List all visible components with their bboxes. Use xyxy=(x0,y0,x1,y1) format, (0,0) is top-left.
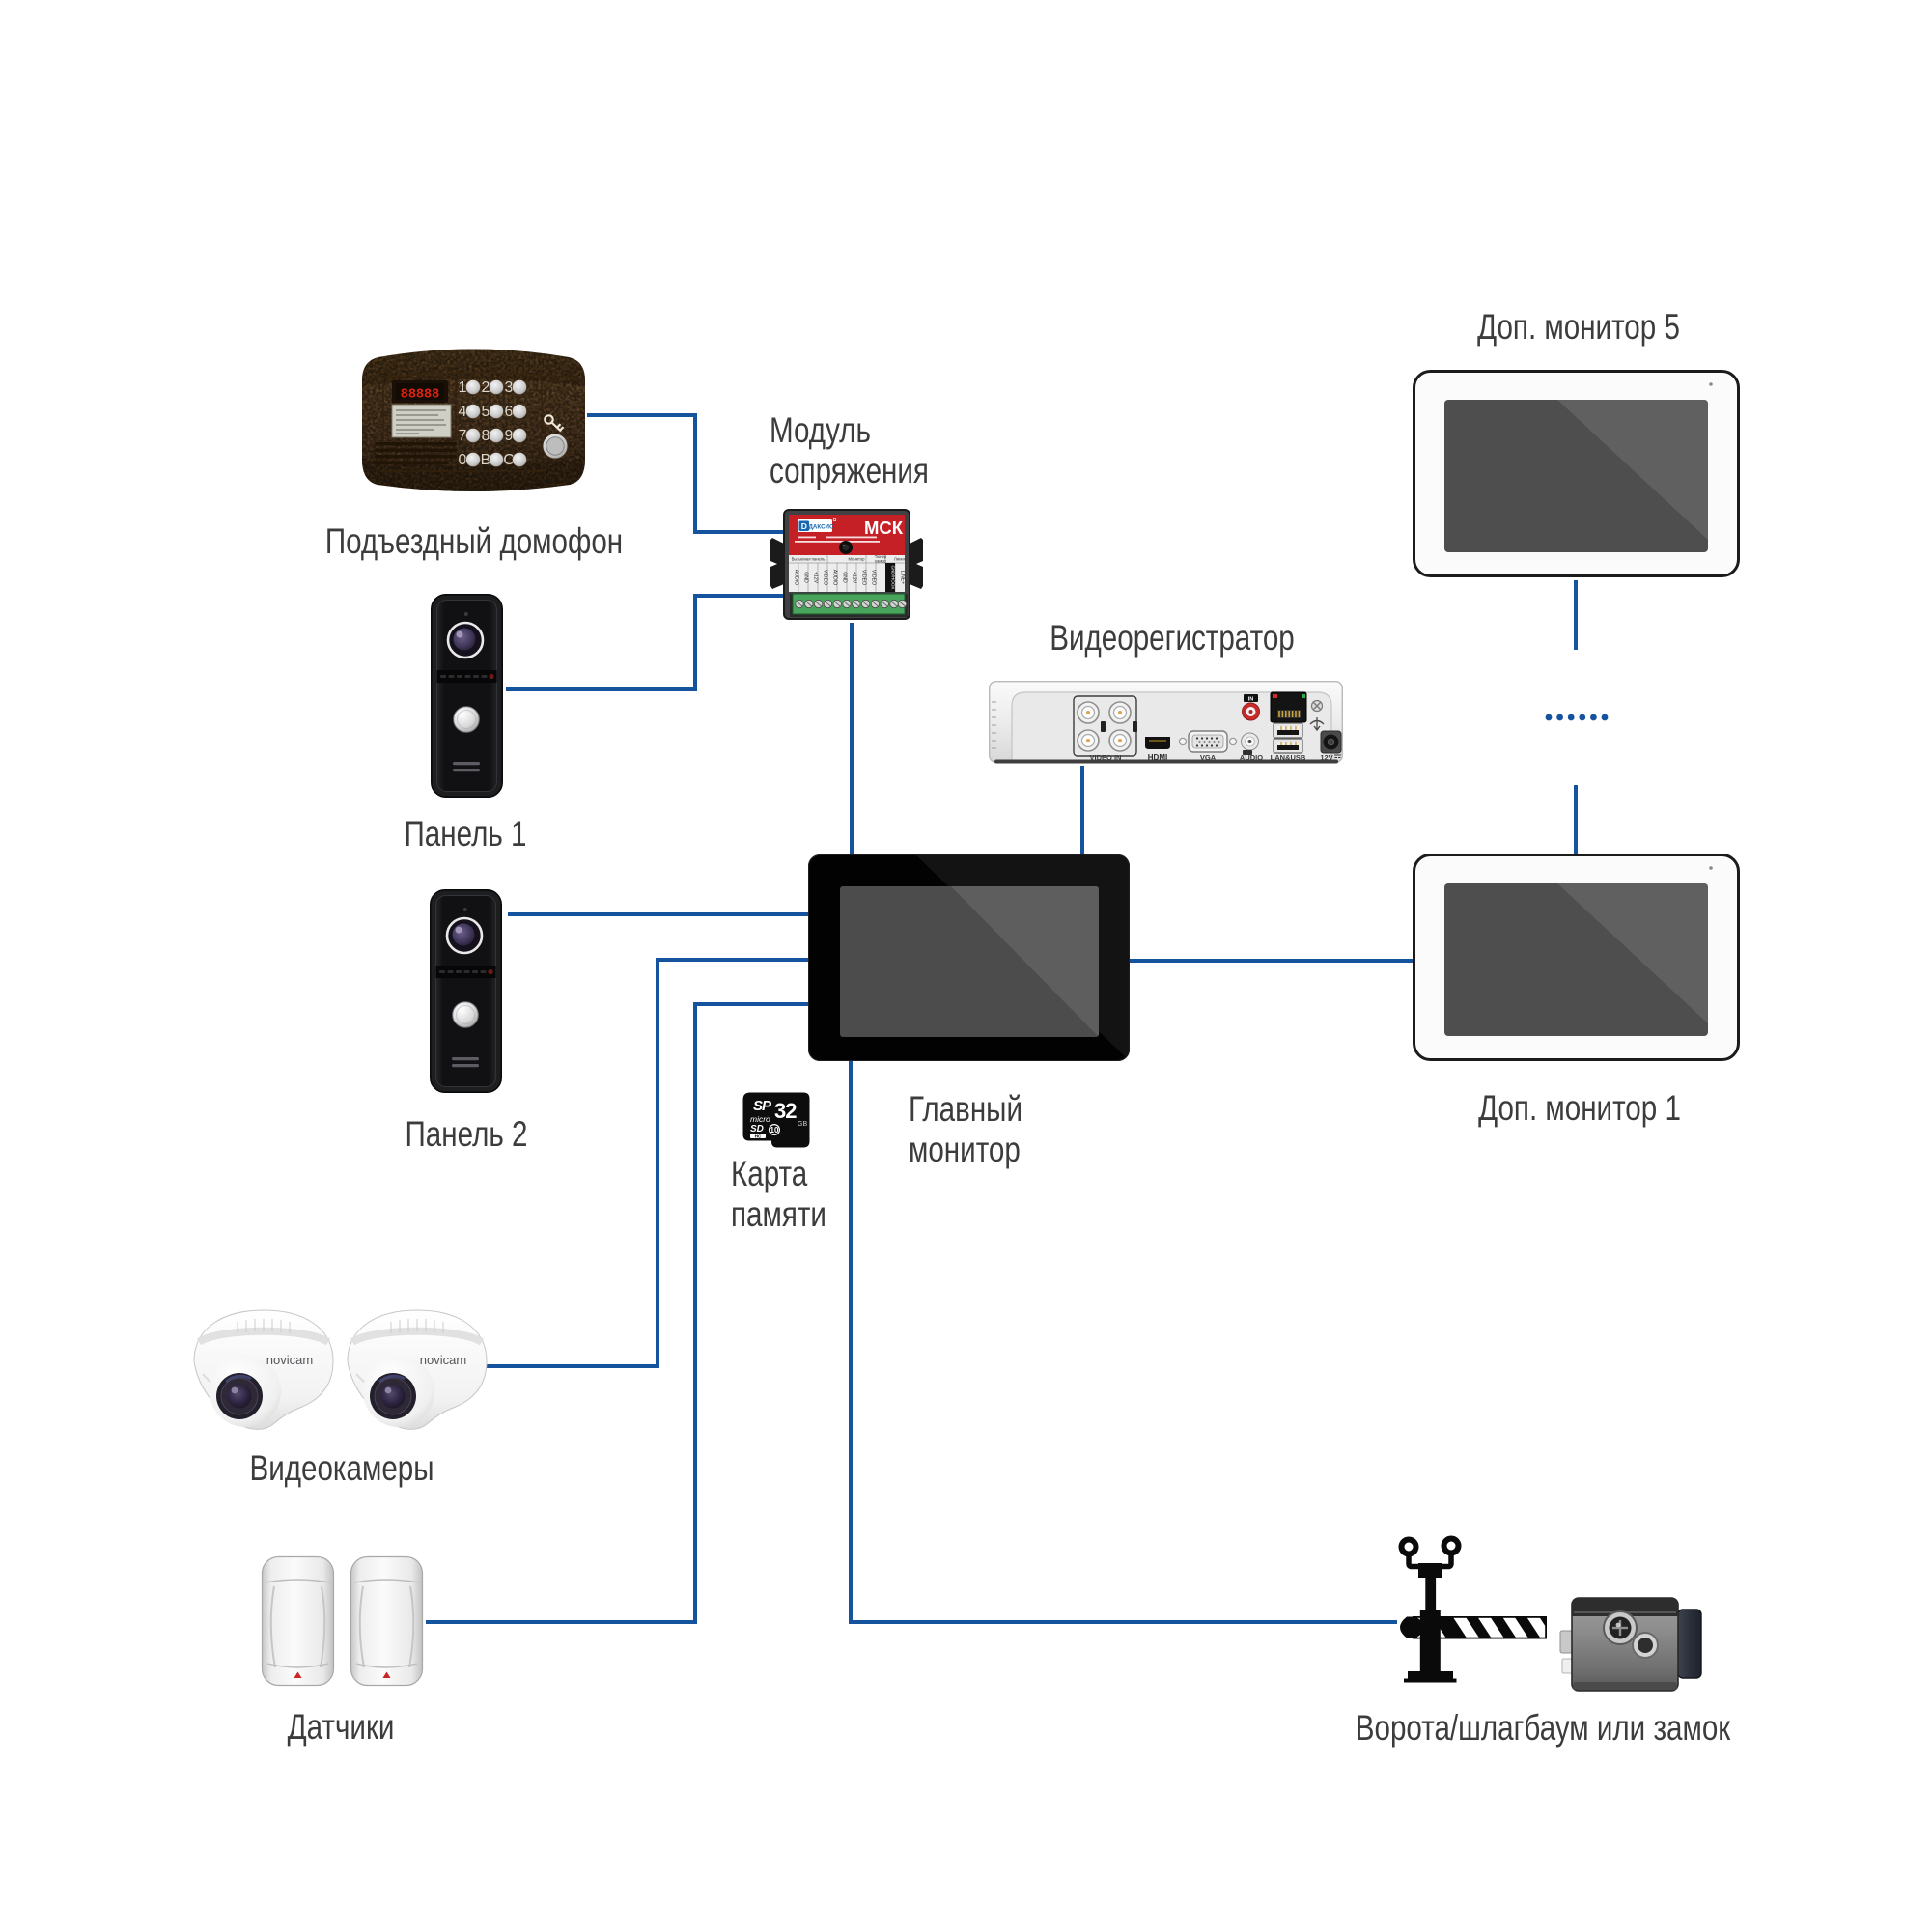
svg-text:LINE+: LINE+ xyxy=(900,571,906,585)
svg-text:micro: micro xyxy=(750,1114,770,1124)
svg-text:VIDEO IN: VIDEO IN xyxy=(1090,753,1122,762)
svg-text:AUDIO: AUDIO xyxy=(1240,753,1263,762)
svg-text:Вызывная панель: Вызывная панель xyxy=(792,557,826,562)
svg-text:Тюнер: Тюнер xyxy=(875,554,887,559)
svg-text:5: 5 xyxy=(482,404,490,420)
svg-text:12V: 12V xyxy=(1320,753,1332,762)
svg-text:9: 9 xyxy=(505,428,514,444)
svg-text:1: 1 xyxy=(459,379,467,396)
svg-text:VIDEO: VIDEO xyxy=(823,570,828,585)
svg-text:VIDEO: VIDEO xyxy=(861,570,867,585)
svg-text:GB: GB xyxy=(798,1121,807,1128)
svg-text:D: D xyxy=(801,521,807,531)
svg-text:8: 8 xyxy=(482,428,490,444)
svg-text:+12V: +12V xyxy=(852,572,857,584)
svg-text:88888: 88888 xyxy=(401,388,440,403)
svg-text:ДАКСИС: ДАКСИС xyxy=(809,523,834,530)
svg-text:HDMI: HDMI xyxy=(1148,753,1167,762)
svg-text:novicam: novicam xyxy=(266,1353,313,1367)
svg-text:AUDIO: AUDIO xyxy=(832,570,838,585)
svg-text:GND: GND xyxy=(803,572,809,583)
svg-text:B: B xyxy=(481,452,491,468)
svg-text:HC: HC xyxy=(755,1134,762,1138)
svg-text:2: 2 xyxy=(482,379,490,396)
svg-text:10: 10 xyxy=(770,1126,779,1134)
svg-text:SP: SP xyxy=(753,1098,772,1114)
svg-text:GND: GND xyxy=(842,572,848,583)
svg-text:МСК: МСК xyxy=(864,518,904,538)
svg-text:0: 0 xyxy=(459,452,467,468)
svg-text:Монитор: Монитор xyxy=(848,557,865,562)
svg-text:7: 7 xyxy=(459,428,467,444)
svg-text:VGA: VGA xyxy=(1200,753,1217,762)
svg-text:6: 6 xyxy=(505,404,514,420)
svg-text:Линия: Линия xyxy=(894,557,906,562)
svg-text:3: 3 xyxy=(505,379,514,396)
svg-text:GND/HOOK: GND/HOOK xyxy=(891,565,896,590)
svg-text:LAN&USB: LAN&USB xyxy=(1271,753,1306,762)
svg-text:IN: IN xyxy=(1248,697,1254,703)
svg-text:AUDIO: AUDIO xyxy=(794,570,799,585)
svg-text:novicam: novicam xyxy=(420,1353,466,1367)
svg-text:SD: SD xyxy=(750,1124,764,1134)
svg-text:4: 4 xyxy=(459,404,467,420)
svg-text:C: C xyxy=(503,452,515,468)
svg-text:+12V: +12V xyxy=(813,572,819,584)
svg-text:камер: камер xyxy=(875,559,886,564)
svg-text:VIDEO: VIDEO xyxy=(871,570,877,585)
svg-text:32: 32 xyxy=(774,1099,797,1123)
